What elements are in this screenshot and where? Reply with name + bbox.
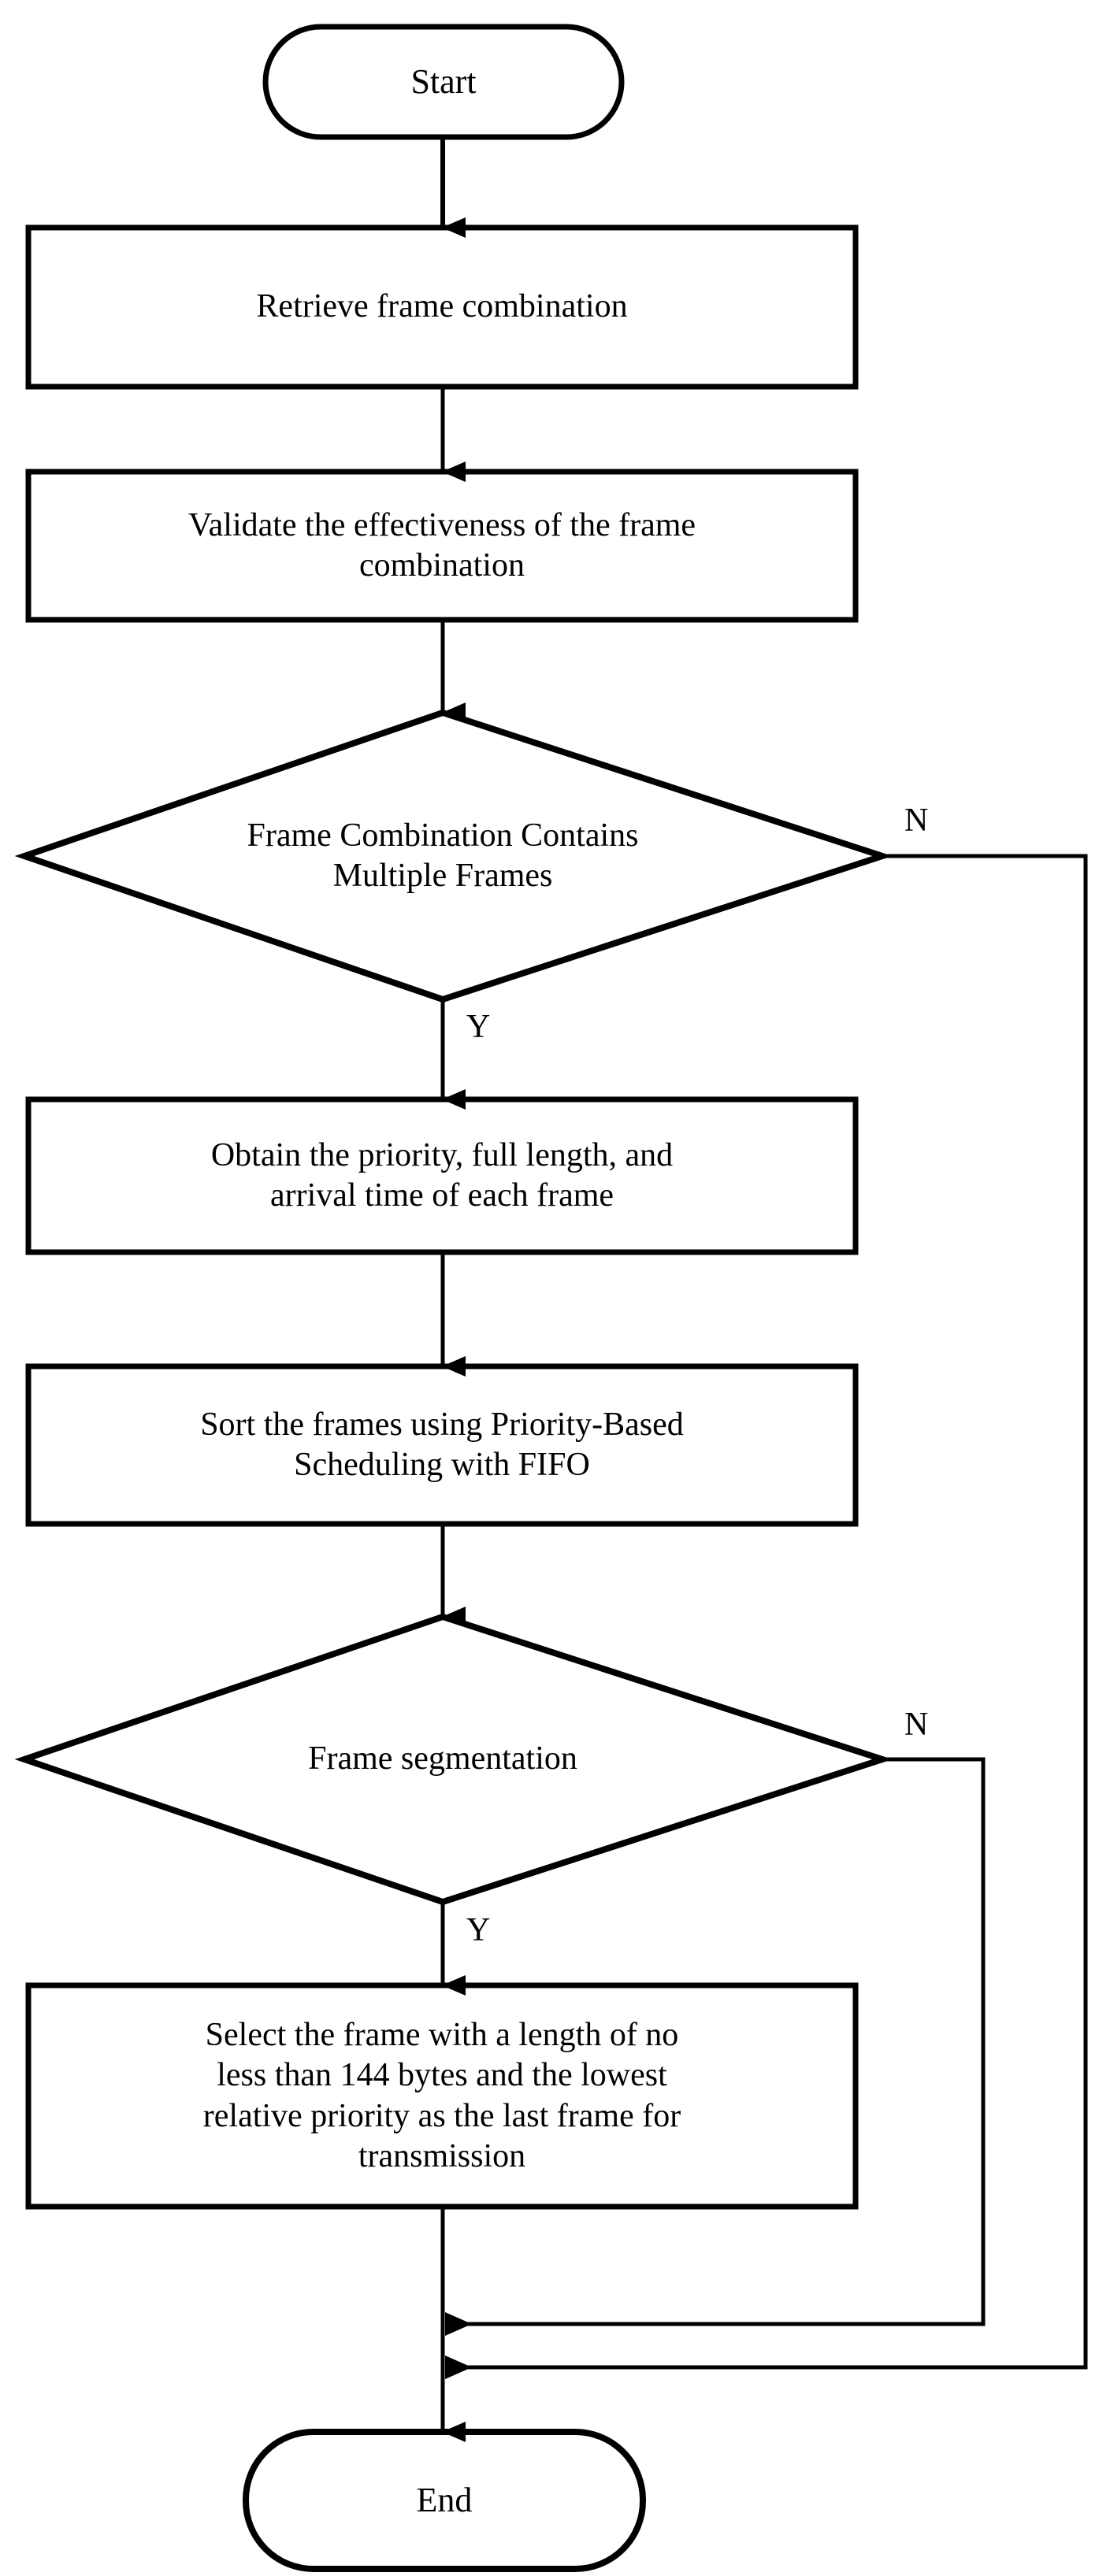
select-process-shape — [25, 1982, 859, 2210]
branch-label-decision-multiple-no: N — [904, 802, 929, 839]
decision-frame-segmentation-shape — [14, 1613, 893, 1906]
sort-process-shape — [25, 1363, 859, 1527]
edge-decision-multiple-no-to-end — [445, 854, 1088, 2379]
edge-decision-segmentation-no-to-end — [445, 1757, 986, 2336]
retrieve-process-shape — [25, 224, 859, 390]
decision-multiple-frames-shape — [14, 709, 893, 1003]
branch-label-decision-segmentation-yes: Y — [466, 1912, 491, 1948]
validate-process-shape — [25, 469, 859, 623]
start-terminal-shape — [262, 24, 625, 140]
end-terminal-shape — [243, 2429, 646, 2572]
branch-label-decision-segmentation-no: N — [904, 1707, 929, 1743]
branch-label-decision-multiple-yes: Y — [466, 1009, 491, 1045]
obtain-process-shape — [25, 1096, 859, 1255]
